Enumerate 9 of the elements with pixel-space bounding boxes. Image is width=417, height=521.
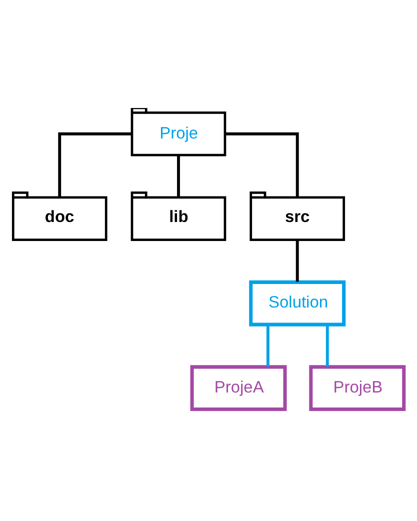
connector bbox=[326, 324, 329, 366]
node-box: ProjeB bbox=[309, 364, 406, 411]
connector bbox=[58, 132, 132, 197]
connector bbox=[296, 240, 299, 282]
node-box: Solution bbox=[249, 280, 346, 326]
connector bbox=[177, 154, 180, 196]
node-box: ProjeA bbox=[190, 364, 287, 411]
connector bbox=[225, 132, 299, 197]
connector bbox=[266, 324, 270, 366]
